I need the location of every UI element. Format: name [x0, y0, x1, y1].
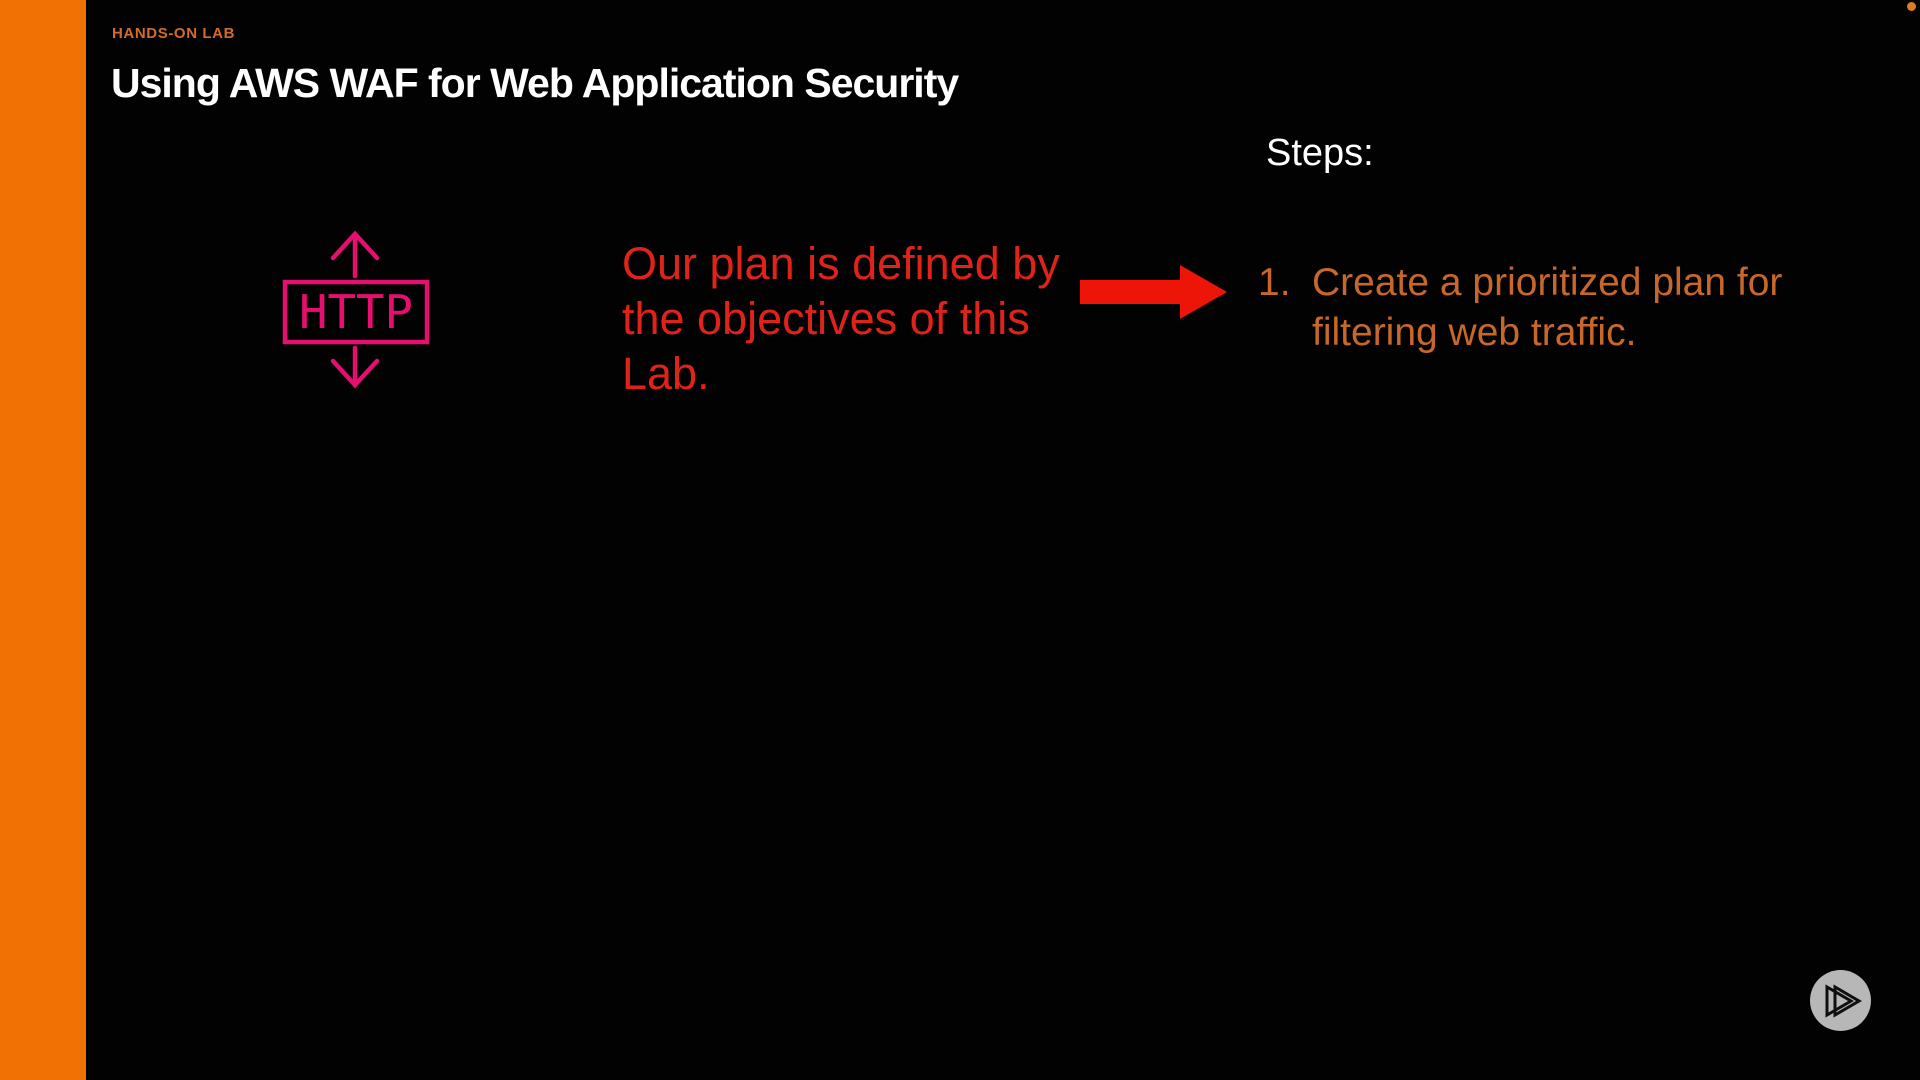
step-text-line: Create a prioritized plan for	[1312, 261, 1783, 304]
http-traffic-icon: HTTP	[282, 224, 430, 394]
note-line: Our plan is defined by	[622, 238, 1060, 289]
arrow-right-icon	[1080, 265, 1227, 319]
http-label: HTTP	[299, 285, 413, 339]
arrow-up-icon	[330, 230, 380, 261]
note-text: Our plan is defined by the objectives of…	[622, 236, 1060, 401]
play-forward-icon	[1825, 983, 1862, 1018]
recording-indicator-dot	[1907, 2, 1916, 11]
step-item: 1. Create a prioritized plan for filteri…	[1258, 258, 1782, 358]
step-text: Create a prioritized plan for filtering …	[1312, 258, 1782, 358]
note-line: Lab.	[622, 348, 710, 399]
steps-heading: Steps:	[1266, 132, 1374, 174]
left-accent-bar	[0, 0, 86, 1080]
page-title: Using AWS WAF for Web Application Securi…	[111, 60, 959, 106]
arrow-down-icon	[330, 358, 380, 389]
next-button[interactable]	[1810, 970, 1871, 1031]
step-number: 1.	[1258, 261, 1291, 304]
hands-on-lab-label: HANDS-ON LAB	[112, 25, 236, 42]
steps-list: 1. Create a prioritized plan for filteri…	[1258, 258, 1782, 358]
step-text-line: filtering web traffic.	[1312, 311, 1637, 354]
note-line: the objectives of this	[622, 293, 1030, 344]
